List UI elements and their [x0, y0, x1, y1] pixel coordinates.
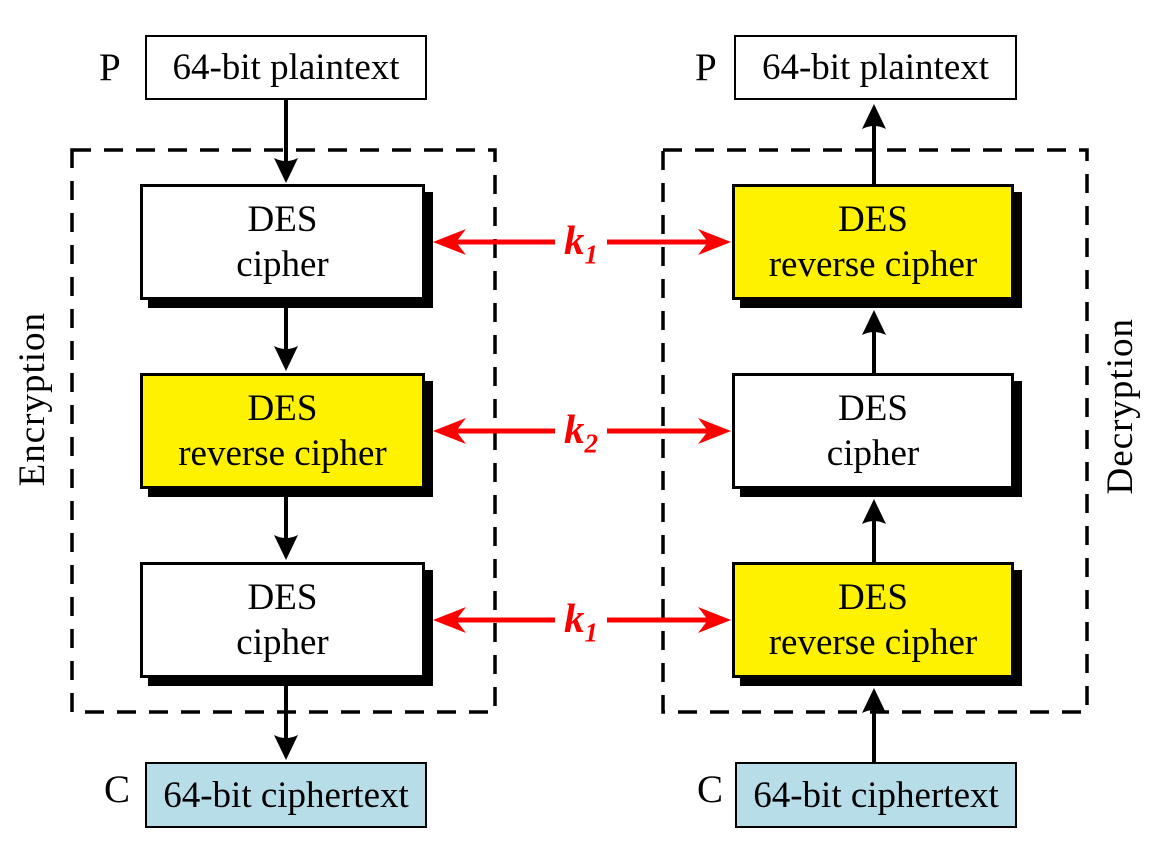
plaintext-tag-encryption: P: [99, 46, 121, 89]
stage-text-line2: cipher: [236, 622, 329, 663]
plaintext-box-decryption: 64-bit plaintext: [734, 35, 1017, 100]
arrowhead-up-1: [862, 104, 886, 129]
key-label-k1-bottom: k1: [555, 597, 607, 647]
stage-text-line1: DES: [838, 387, 908, 429]
key-name: k: [564, 217, 585, 264]
ciphertext-box-encryption: 64-bit ciphertext: [145, 762, 427, 828]
stage-text-line2: cipher: [826, 433, 920, 474]
key-subscript: 1: [584, 617, 599, 648]
key-arrowhead-left-3: [433, 607, 466, 633]
plaintext-tag-decryption: P: [695, 46, 717, 89]
encryption-side-label: Encryption: [12, 312, 53, 487]
decryption-flow-arrows: [862, 104, 886, 762]
key-label-k2: k2: [555, 408, 607, 458]
stage-text-line1: DES: [838, 576, 908, 618]
arrowhead-up-2: [862, 310, 886, 335]
stage-text-line1: DES: [838, 198, 908, 240]
arrowhead-down-3: [274, 535, 298, 560]
arrowhead-down-2: [274, 346, 298, 371]
ciphertext-tag-decryption: C: [697, 768, 724, 811]
key-arrows: [433, 229, 731, 633]
stage-text-line2: reverse cipher: [768, 244, 978, 285]
encryption-stage-3-box: DES cipher: [140, 562, 425, 678]
decryption-stage-2-box: DES cipher: [732, 373, 1014, 489]
key-subscript: 1: [584, 239, 599, 270]
ciphertext-tag-encryption: C: [104, 768, 131, 811]
stage-text-line1: DES: [247, 387, 318, 429]
plaintext-box-encryption: 64-bit plaintext: [145, 35, 427, 100]
encryption-flow-arrows: [274, 100, 298, 760]
key-arrowhead-right-1: [698, 229, 731, 255]
encryption-stage-2-box: DES reverse cipher: [140, 373, 425, 489]
arrowhead-down-4: [274, 735, 298, 760]
decryption-side-label: Decryption: [1100, 318, 1141, 495]
stage-text-line1: DES: [247, 576, 318, 618]
stage-text-line1: DES: [247, 198, 318, 240]
key-arrowhead-right-3: [698, 607, 731, 633]
arrowhead-up-4: [862, 688, 886, 713]
decryption-stage-3-box: DES reverse cipher: [732, 562, 1014, 678]
key-arrowhead-right-2: [698, 418, 731, 444]
key-arrowhead-left-1: [433, 229, 466, 255]
arrowhead-up-3: [862, 499, 886, 524]
key-arrowhead-left-2: [433, 418, 466, 444]
ciphertext-box-decryption: 64-bit ciphertext: [735, 762, 1017, 828]
key-subscript: 2: [584, 428, 599, 459]
key-label-k1-top: k1: [555, 219, 607, 269]
key-name: k: [564, 595, 585, 642]
stage-text-line2: cipher: [236, 244, 329, 285]
stage-text-line2: reverse cipher: [178, 433, 387, 474]
stage-text-line2: reverse cipher: [768, 622, 978, 663]
key-name: k: [564, 406, 585, 453]
arrowhead-down-1: [274, 158, 298, 183]
decryption-stage-1-box: DES reverse cipher: [732, 184, 1014, 300]
encryption-stage-1-box: DES cipher: [140, 184, 425, 300]
